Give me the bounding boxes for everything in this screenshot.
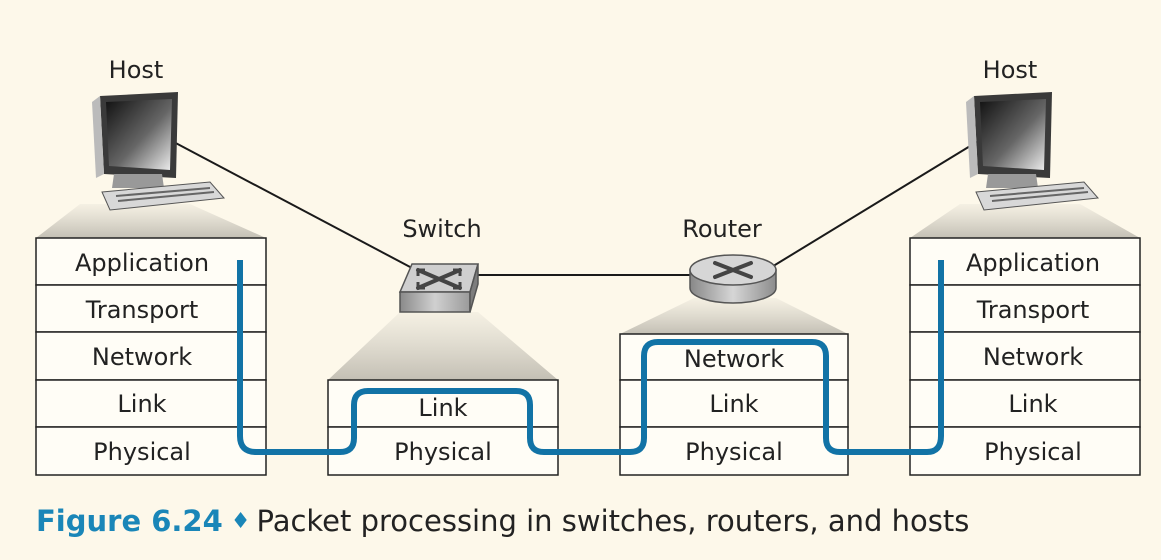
computer-icon	[966, 92, 1100, 211]
layer-physical: Physical	[984, 438, 1082, 466]
host-right-stack	[909, 237, 1141, 476]
layer-transport: Transport	[85, 296, 199, 324]
connection-lines	[169, 139, 981, 276]
layer-physical: Physical	[394, 438, 492, 466]
host-left-label: Host	[109, 56, 164, 84]
packet-path	[237, 260, 944, 455]
host-left-stack	[35, 237, 267, 476]
switch-icon	[398, 263, 479, 313]
host-right-shade	[910, 204, 1140, 238]
host-right-label: Host	[983, 56, 1038, 84]
layer-physical: Physical	[685, 438, 783, 466]
router-label: Router	[682, 215, 762, 243]
switch-stack	[327, 379, 559, 476]
layer-physical: Physical	[93, 438, 191, 466]
link-router-host	[769, 139, 981, 269]
link-host-switch	[169, 139, 413, 269]
layer-transport: Transport	[976, 296, 1090, 324]
layer-link: Link	[117, 390, 166, 418]
switch-shade	[328, 312, 558, 380]
host-left-shade	[36, 204, 266, 238]
caption-text: Packet processing in switches, routers, …	[256, 504, 970, 538]
layer-link: Link	[709, 390, 758, 418]
layer-network: Network	[92, 343, 192, 371]
figure-number: Figure 6.24	[36, 504, 223, 538]
layer-network: Network	[684, 345, 784, 373]
computer-icon	[92, 92, 226, 211]
diamond-icon: ♦	[230, 509, 251, 534]
switch-label: Switch	[402, 215, 481, 243]
layer-link: Link	[418, 394, 467, 422]
router-icon	[689, 254, 777, 304]
layer-network: Network	[983, 343, 1083, 371]
layer-application: Application	[75, 249, 209, 277]
router-shade	[620, 298, 848, 334]
figure-caption: Figure 6.24 ♦Packet processing in switche…	[36, 504, 969, 538]
layer-link: Link	[1008, 390, 1057, 418]
layer-application: Application	[966, 249, 1100, 277]
